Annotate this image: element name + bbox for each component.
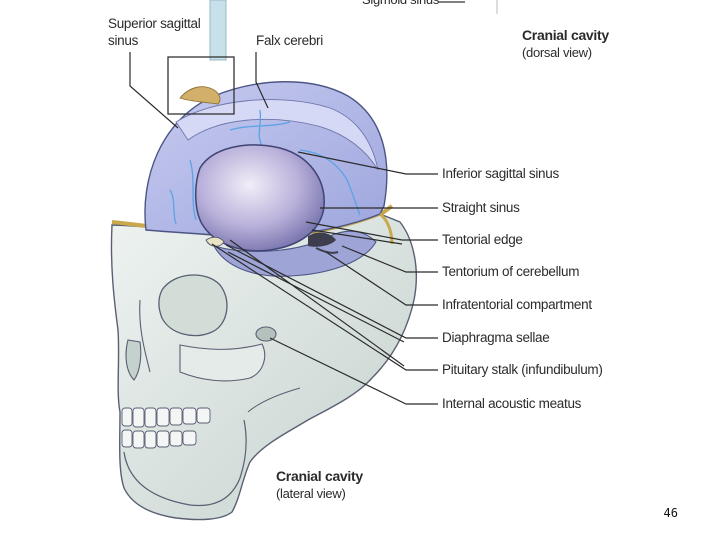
mandible (123, 419, 247, 507)
label-falx-cerebri: Falx cerebri (256, 33, 323, 48)
subtitle-lateral-view: (lateral view) (276, 486, 346, 501)
sella-turcica (205, 236, 225, 247)
label-diaphragma-sellae: Diaphragma sellae (442, 330, 550, 345)
upper-teeth (121, 407, 211, 428)
page-number: 46 (663, 506, 678, 520)
top-needle (209, 0, 227, 61)
label-superior-sagittal-sinus-line1: Superior sagittal (108, 16, 201, 31)
superior-sagittal-sinus (179, 86, 221, 105)
leader-lines (129, 52, 438, 405)
label-inferior-sagittal-sinus: Inferior sagittal sinus (442, 166, 559, 181)
label-tentorium-of-cerebellum: Tentorium of cerebellum (442, 264, 580, 279)
brain-cavity (195, 144, 325, 252)
label-superior-sagittal-sinus-line2: sinus (108, 33, 139, 48)
title-lateral-view: Cranial cavity (276, 468, 363, 484)
ear-opening (255, 326, 277, 342)
orbit (158, 274, 228, 337)
label-internal-acoustic-meatus: Internal acoustic meatus (442, 396, 582, 411)
nasal-cavity (125, 339, 142, 381)
title-dorsal-view: Cranial cavity (522, 27, 609, 43)
infratentorial-opening (308, 232, 336, 247)
dural-vessels (169, 109, 361, 225)
inset-box (167, 56, 235, 115)
lower-teeth (121, 429, 197, 449)
label-straight-sinus: Straight sinus (442, 200, 520, 215)
label-tentorial-edge: Tentorial edge (442, 232, 523, 247)
label-pituitary-stalk: Pituitary stalk (infundibulum) (442, 362, 603, 377)
label-infratentorial-compartment: Infratentorial compartment (442, 297, 592, 312)
subtitle-dorsal-view: (dorsal view) (522, 45, 592, 60)
label-sigmoid-sinus: Sigmoid sinus (362, 0, 439, 8)
